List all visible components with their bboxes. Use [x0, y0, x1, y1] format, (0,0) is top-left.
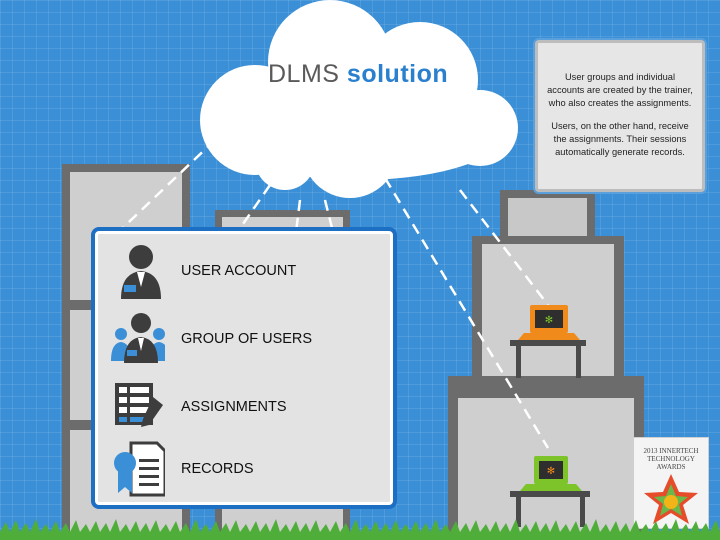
legend-item-group-of-users: GROUP OF USERS [95, 309, 395, 369]
logo-solution-text: solution [346, 60, 449, 88]
legend-item-assignments: ASSIGNMENTS [95, 377, 395, 437]
dlms-logo: DLMS solution [268, 60, 448, 89]
award-text: 2013 INNERTECH TECHNOLOGY AWARDS [643, 447, 699, 471]
svg-text:✻: ✻ [545, 315, 553, 326]
legend-item-user-account: USER ACCOUNT [95, 241, 395, 301]
award-badge: 2013 INNERTECH TECHNOLOGY AWARDS [633, 437, 709, 529]
legend-label-group-of-users: GROUP OF USERS [181, 331, 313, 347]
legend-label-user-account: USER ACCOUNT [181, 263, 297, 279]
users-group-icon [111, 313, 165, 363]
user-icon [121, 245, 161, 299]
records-icon [114, 441, 165, 497]
legend-label-assignments: ASSIGNMENTS [181, 399, 287, 415]
info-box: User groups and individual accounts are … [535, 40, 705, 192]
legend-panel: USER ACCOUNT GROUP OF USERS ASSIGN [91, 227, 397, 509]
award-star-icon [644, 474, 698, 524]
assignments-icon [115, 383, 163, 427]
lower-table [510, 491, 590, 527]
grass-strip [0, 519, 720, 540]
cloud-shape [200, 0, 518, 198]
upper-table [510, 340, 586, 378]
green-laptop: ✻ [520, 456, 582, 491]
svg-text:✻: ✻ [547, 466, 555, 477]
info-paragraph-users: Users, on the other hand, receive the as… [551, 121, 689, 157]
connection-lines [109, 139, 550, 449]
legend-item-records: RECORDS [95, 439, 395, 499]
orange-laptop: ✻ [518, 305, 580, 340]
legend-label-records: RECORDS [181, 461, 254, 477]
logo-dlms-text: DLMS [268, 60, 340, 88]
info-paragraph-trainer: User groups and individual accounts are … [547, 72, 693, 108]
